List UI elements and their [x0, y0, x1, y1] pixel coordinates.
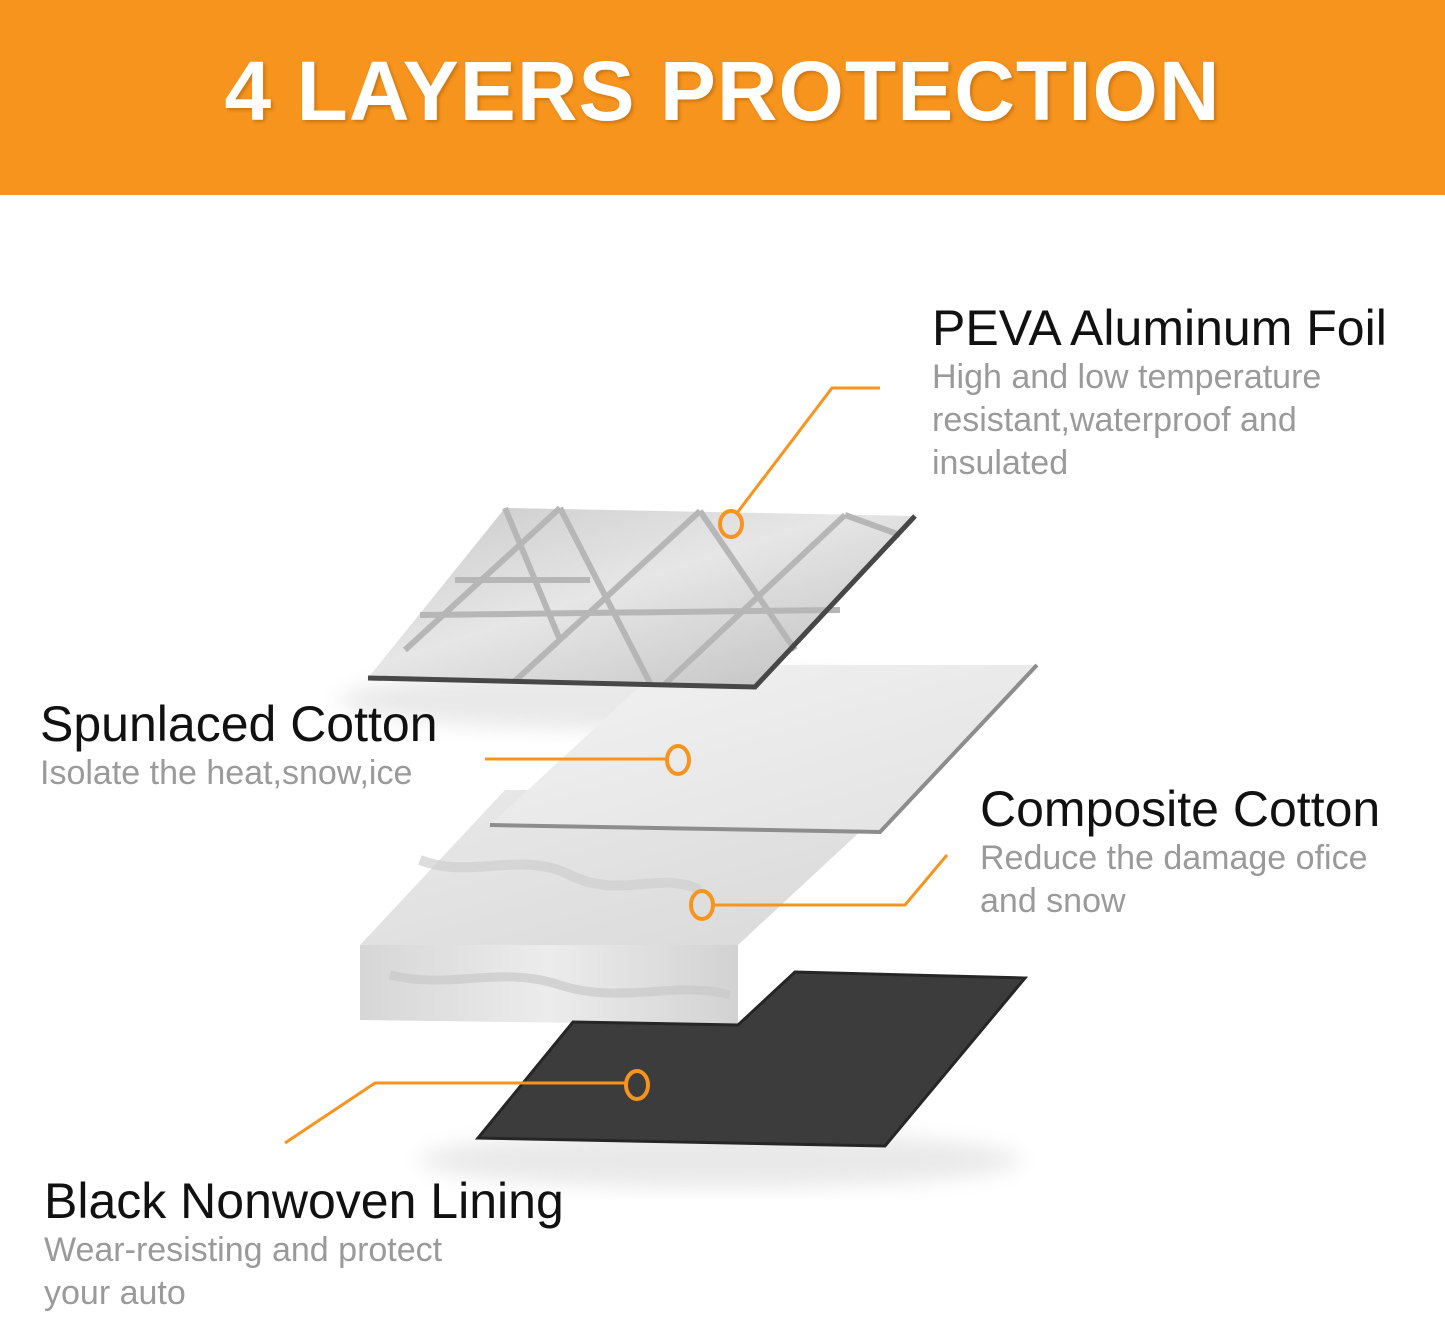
peva-foil-layer [367, 505, 917, 690]
callout-line [284, 1081, 625, 1145]
label-spunlaced-cotton: Spunlaced Cotton Isolate the heat,snow,i… [40, 696, 438, 795]
callout-marker [718, 509, 744, 539]
page-title: 4 LAYERS PROTECTION [224, 44, 1221, 138]
layer-description: Isolate the heat,snow,ice [40, 752, 438, 795]
callout-marker [624, 1069, 650, 1101]
desc-line: and snow [980, 882, 1126, 920]
layer-description: Reduce the damage ofice and snow [980, 837, 1380, 923]
desc-line: resistant,waterproof and [932, 401, 1297, 439]
layer-description: Wear-resisting and protect your auto [44, 1229, 564, 1315]
callout-marker [689, 889, 715, 921]
desc-line: your auto [44, 1274, 186, 1312]
desc-line: High and low temperature [932, 358, 1322, 396]
desc-line: Wear-resisting and protect [44, 1231, 443, 1269]
callout-line [735, 386, 880, 514]
callout-line [714, 854, 949, 907]
layer-title: Spunlaced Cotton [40, 696, 438, 752]
spunlaced-cotton-layer [489, 663, 1039, 835]
layer-title: Black Nonwoven Lining [44, 1173, 564, 1229]
desc-line: Reduce the damage ofice [980, 839, 1368, 877]
header-banner: 4 LAYERS PROTECTION [0, 0, 1445, 195]
label-black-nonwoven-lining: Black Nonwoven Lining Wear-resisting and… [44, 1173, 564, 1315]
callout-marker [665, 744, 691, 776]
layer-description: High and low temperature resistant,water… [932, 356, 1387, 485]
layer-title: PEVA Aluminum Foil [932, 300, 1387, 356]
desc-line: insulated [932, 444, 1069, 482]
layers-illustration [284, 386, 1039, 1188]
layer-title: Composite Cotton [980, 781, 1381, 837]
black-lining-layer [474, 970, 1029, 1148]
label-composite-cotton: Composite Cotton Reduce the damage ofice… [980, 781, 1380, 923]
label-peva-aluminum-foil: PEVA Aluminum Foil High and low temperat… [932, 300, 1387, 485]
desc-line: Isolate the heat,snow,ice [40, 754, 413, 792]
